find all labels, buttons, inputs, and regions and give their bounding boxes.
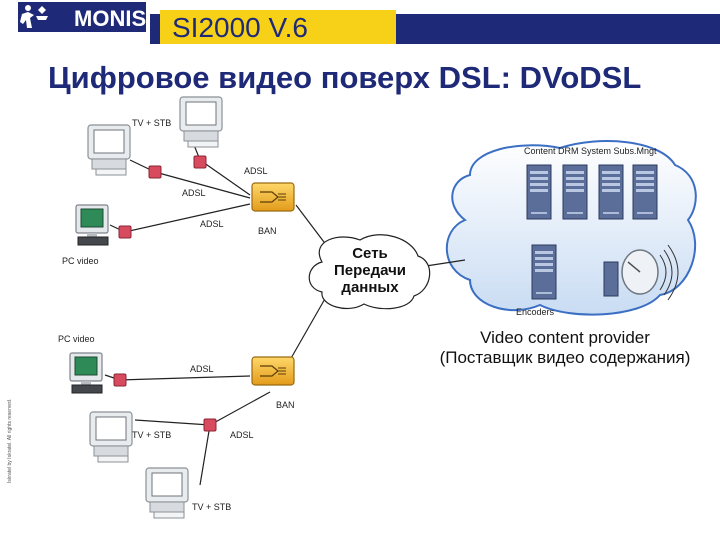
content-server: [526, 164, 552, 220]
slide-header: MONIS SI2000 V.6: [0, 0, 720, 46]
logo: MONIS: [18, 2, 146, 32]
tv-stb-mid: [87, 124, 131, 176]
label-tv-stb-1: TV + STB: [132, 118, 172, 128]
tv-stb-bottom-2: [145, 467, 189, 519]
logo-text: MONIS: [74, 6, 147, 31]
adsl-modem-2: [148, 165, 162, 179]
data-network-cloud: [308, 234, 431, 310]
adsl-modem-4: [113, 373, 127, 387]
logo-figures-icon: [20, 5, 48, 28]
slide-subtitle: Цифровое видео поверх DSL: DVoDSL: [48, 60, 642, 95]
copyright-note: Iskratel by Iskratel. All rights reserve…: [7, 398, 13, 483]
title-highlight: [160, 10, 396, 44]
encoder-server: [531, 244, 557, 300]
ban-mux-top: [251, 182, 295, 212]
data-network-label: Сеть Передачи данных: [333, 245, 407, 296]
label-tv-stb-3: TV + STB: [192, 502, 232, 512]
pc-video-top: [75, 204, 109, 246]
label-adsl-4: ADSL: [190, 364, 214, 374]
ban-mux-bottom: [251, 356, 295, 386]
page-title: SI2000 V.6: [172, 12, 308, 43]
label-adsl-3: ADSL: [200, 219, 224, 229]
provider-line-1: Video content provider: [480, 328, 650, 347]
provider-caption: Video content provider (Поставщик видео …: [420, 328, 710, 368]
label-encoders: Encoders: [516, 307, 555, 317]
label-tv-stb-2: TV + STB: [132, 430, 172, 440]
adsl-modem-5: [203, 418, 217, 432]
label-pc-video-1: PC video: [62, 256, 99, 266]
satellite-dish-icon: [603, 244, 679, 301]
label-ban-1: BAN: [258, 226, 277, 236]
label-adsl-2: ADSL: [182, 188, 206, 198]
adsl-modem-3: [118, 225, 132, 239]
subs-mngt-server: [632, 164, 658, 220]
tv-stb-bottom-1: [89, 411, 133, 463]
pc-video-bottom: [69, 352, 103, 394]
label-ban-2: BAN: [276, 400, 295, 410]
label-adsl-5: ADSL: [230, 430, 254, 440]
label-servers-header: Content DRM System Subs.Mngt: [524, 146, 657, 156]
provider-line-2: (Поставщик видео содержания): [439, 348, 691, 367]
adsl-modem-1: [193, 155, 207, 169]
tv-stb-top: [179, 96, 223, 148]
system-server: [598, 164, 624, 220]
label-pc-video-2: PC video: [58, 334, 95, 344]
drm-server: [562, 164, 588, 220]
label-adsl-1: ADSL: [244, 166, 268, 176]
